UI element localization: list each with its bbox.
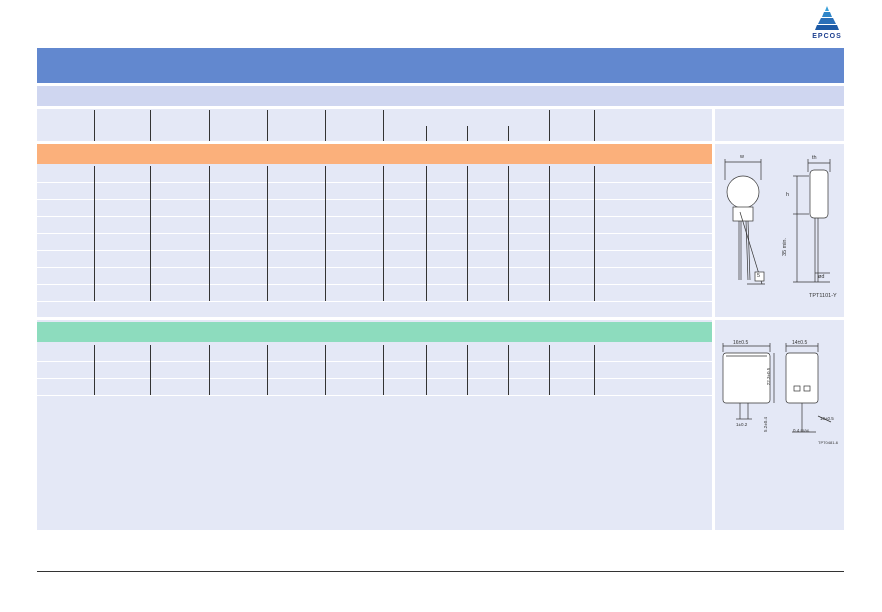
column-divider: [467, 345, 468, 395]
disc-diameter-label: ød: [818, 274, 825, 280]
disc-width-label: w: [740, 154, 744, 160]
disc-pitch-label: 5: [757, 273, 761, 279]
footer-rule: [37, 571, 844, 572]
column-divider: [383, 110, 384, 141]
logo-text: EPCOS: [812, 33, 842, 40]
row-line: [37, 395, 712, 396]
disc-thermistor-icon: [724, 159, 831, 285]
column-divider: [594, 110, 595, 141]
row-line: [37, 216, 712, 217]
column-divider: [594, 166, 595, 301]
disc-thermistor-figure: w th h 35 min. 5 ød TPT1101-Y: [716, 152, 844, 302]
column-divider: [549, 345, 550, 395]
block-max-label: 0.4 max.: [793, 428, 811, 433]
column-divider: [150, 166, 151, 301]
block-width-label: 16±0.5: [733, 340, 749, 346]
column-divider: [150, 110, 151, 141]
block-pitch-label: 1±0.2: [736, 422, 748, 427]
row-line: [37, 199, 712, 200]
block-lead-label: 5.2±0.4: [762, 417, 768, 432]
column-divider: [94, 110, 95, 141]
column-divider: [325, 110, 326, 141]
row-line: [37, 361, 712, 362]
block-depth-label: 14±0.5: [792, 340, 808, 346]
column-divider: [150, 345, 151, 395]
row-line: [37, 182, 712, 183]
column-divider: [325, 166, 326, 301]
column-divider: [549, 110, 550, 141]
subtitle-bar: [37, 86, 844, 106]
column-divider: [267, 166, 268, 301]
disc-lead-length-label: 35 min.: [782, 237, 789, 257]
row-line: [37, 284, 712, 285]
column-divider: [508, 345, 509, 395]
column-divider: [209, 166, 210, 301]
title-bar: [37, 48, 844, 83]
column-divider: [94, 166, 95, 301]
block-thermistor-figure: 16±0.5 14±0.5 22.3±0.5 5.2±0.4 1±0.2 10±…: [716, 336, 844, 451]
column-divider: [467, 126, 468, 141]
column-divider: [508, 126, 509, 141]
disc-height-label: h: [786, 192, 790, 198]
row-line: [37, 301, 712, 302]
column-divider: [383, 166, 384, 301]
epcos-logo: EPCOS: [806, 6, 848, 42]
row-line: [37, 233, 712, 234]
epcos-logo-icon: [815, 6, 839, 30]
block-thermistor-icon: [722, 343, 832, 433]
row-line: [37, 378, 712, 379]
column-divider: [426, 166, 427, 301]
column-divider: [426, 345, 427, 395]
block-height-label: 22.3±0.5: [766, 367, 772, 386]
column-divider: [267, 345, 268, 395]
column-divider: [549, 166, 550, 301]
disc-thickness-label: th: [812, 155, 817, 161]
column-divider: [209, 110, 210, 141]
row-line: [37, 250, 712, 251]
column-divider: [426, 126, 427, 141]
block-drawing-code: TPT0481-6: [818, 440, 839, 445]
column-divider: [209, 345, 210, 395]
column-divider: [325, 345, 326, 395]
section-band-1: [37, 144, 712, 164]
column-divider: [467, 166, 468, 301]
column-divider: [267, 110, 268, 141]
column-divider: [594, 345, 595, 395]
row-line: [37, 267, 712, 268]
header-separator: [37, 141, 844, 144]
column-divider: [508, 166, 509, 301]
block-side-label: 10±0.5: [820, 416, 834, 421]
column-divider: [383, 345, 384, 395]
section-separator: [37, 317, 844, 320]
disc-drawing-code: TPT1101-Y: [809, 293, 837, 299]
column-divider: [94, 345, 95, 395]
section-band-2: [37, 322, 712, 342]
